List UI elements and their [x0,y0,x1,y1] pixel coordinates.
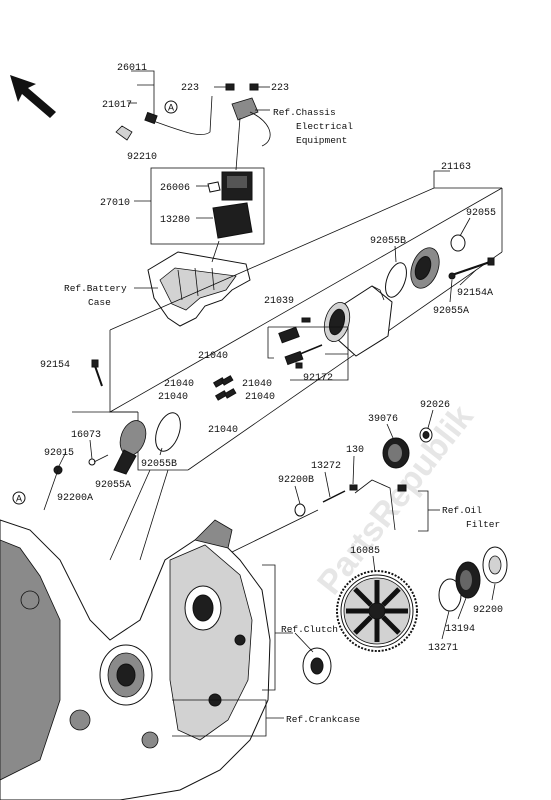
label-21040-4: 21040 [158,392,188,403]
ref-chassis-line3: Equipment [296,135,347,146]
starter-motor-group-outline [72,170,503,471]
label-92200: 92200 [473,605,503,616]
label-92026: 92026 [420,400,450,411]
relay-assembly [115,70,271,245]
ref-oil-line2: Filter [466,519,500,530]
ref-battery-line1: Ref.Battery [64,283,127,294]
ref-crankcase: Ref.Crankcase [286,714,360,725]
marker-a-top: A [168,104,174,115]
label-92055b-top: 92055B [370,236,406,247]
label-92210: 92210 [127,152,157,163]
label-13280: 13280 [160,215,190,226]
label-21040-3: 21040 [242,379,272,390]
label-21163: 21163 [441,162,471,173]
label-92200b: 92200B [278,475,314,486]
label-92055: 92055 [466,208,496,219]
label-92015: 92015 [44,448,74,459]
label-leader-lines [57,217,496,640]
watermark-text: PartsRepublik [310,398,481,602]
label-92055b-low: 92055B [141,459,177,470]
starter-clutch-gear [294,546,508,685]
ref-battery-line2: Case [88,297,111,308]
battery-case [134,240,251,327]
direction-arrow-icon [10,75,56,118]
label-92154: 92154 [40,360,70,371]
label-130: 130 [346,445,364,456]
label-21040-5: 21040 [245,392,275,403]
label-21017: 21017 [102,100,132,111]
label-13272: 13272 [311,461,341,472]
label-92154a: 92154A [457,288,493,299]
label-13194: 13194 [445,624,475,635]
marker-a-bottom: A [16,495,22,506]
label-21040-6: 21040 [208,425,238,436]
part-number-labels: 26011 223 223 21017 92210 21163 27010 26… [40,63,503,654]
ref-chassis-line1: Ref.Chassis [273,107,336,118]
label-13271: 13271 [428,643,458,654]
label-21040-1: 21040 [198,351,228,362]
reference-labels: Ref.Chassis Electrical Equipment Ref.Bat… [64,107,500,725]
ref-chassis-line2: Electrical [296,121,353,132]
ref-clutch: Ref.Clutch [281,624,338,635]
crankcase [0,469,293,800]
label-27010: 27010 [100,198,130,209]
label-26011: 26011 [117,63,147,74]
label-92172: 92172 [303,373,333,384]
label-223-b: 223 [271,83,289,94]
label-16073: 16073 [71,430,101,441]
label-92200a: 92200A [57,493,93,504]
label-21040-2: 21040 [164,379,194,390]
label-223-a: 223 [181,83,199,94]
label-26006: 26006 [160,183,190,194]
label-16085: 16085 [350,546,380,557]
label-92055a-top: 92055A [433,306,469,317]
label-21039: 21039 [264,296,294,307]
label-92055a-low: 92055A [95,480,131,491]
gear-parts [231,427,440,553]
label-39076: 39076 [368,414,398,425]
ref-oil-line1: Ref.Oil [442,505,482,516]
starter-motor-parts [12,234,495,505]
